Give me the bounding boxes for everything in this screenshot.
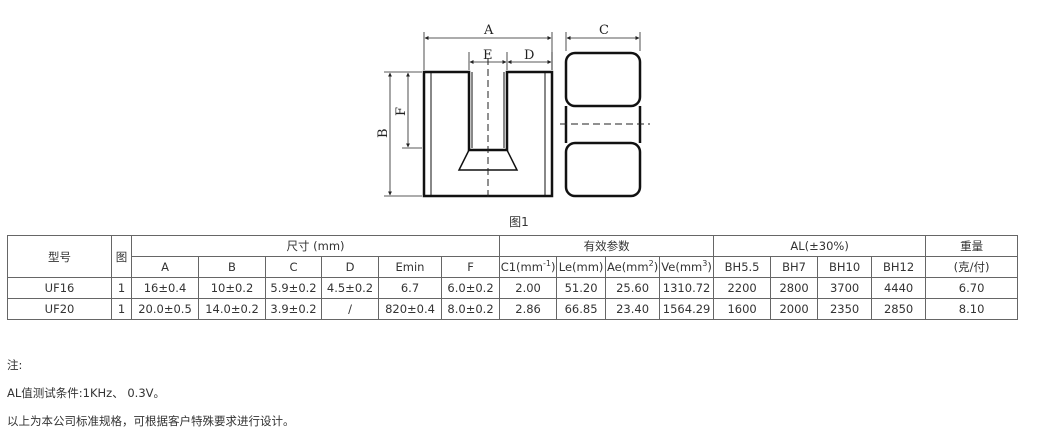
dim-label-f: F xyxy=(394,107,409,116)
row-weight: 8.10 xyxy=(925,298,1019,320)
row-al: 2800 xyxy=(770,277,819,299)
row-al: 2850 xyxy=(871,298,927,320)
row-dim: 10±0.2 xyxy=(198,277,266,299)
row-al: 2350 xyxy=(817,298,873,320)
row-al: 1600 xyxy=(713,298,772,320)
row-param: 1564.29 xyxy=(659,298,715,320)
row-param: 2.00 xyxy=(499,277,558,299)
row-param: 51.20 xyxy=(556,277,607,299)
notes-line-1: AL值测试条件:1KHz、 0.3V。 xyxy=(7,386,166,400)
header-al: AL(±30%) xyxy=(713,235,927,257)
row-param: 23.40 xyxy=(605,298,661,320)
row-dim: 6.0±0.2 xyxy=(440,277,501,299)
row-dim: 3.9±0.2 xyxy=(265,298,322,320)
row-al: 2000 xyxy=(770,298,819,320)
notes-line-2: 以上为本公司标准规格，可根据客户特殊要求进行设计。 xyxy=(7,414,295,428)
header-dim-d: D xyxy=(321,256,379,278)
header-params: 有效参数 xyxy=(499,235,715,257)
header-dim-c: C xyxy=(265,256,322,278)
row-dim: 4.5±0.2 xyxy=(321,277,379,299)
figure-caption: 图1 xyxy=(509,215,529,229)
dim-label-b: B xyxy=(376,128,391,138)
row-dim: 8.0±0.2 xyxy=(440,298,501,320)
header-dimensions: 尺寸 (mm) xyxy=(130,235,501,257)
row-param: 1310.72 xyxy=(659,277,715,299)
row-fig: 1 xyxy=(111,298,132,320)
row-dim: 20.0±0.5 xyxy=(131,298,199,320)
header-param-ve: Ve(mm3) xyxy=(659,256,715,278)
specification-table: 型号 图 尺寸 (mm) 有效参数 AL(±30%) 重量 A B C D Em… xyxy=(7,235,1019,320)
core-dimension-drawing: A E D B F C xyxy=(376,23,650,200)
header-dim-f: F xyxy=(440,256,501,278)
row-fig: 1 xyxy=(111,277,132,299)
header-dim-a: A xyxy=(131,256,199,278)
row-model: UF20 xyxy=(7,298,112,320)
header-dim-emin: Emin xyxy=(378,256,442,278)
header-al-bh10: BH10 xyxy=(817,256,873,278)
dim-label-d: D xyxy=(524,48,534,63)
u-core-side-view-top xyxy=(564,51,642,108)
header-dim-b: B xyxy=(198,256,266,278)
row-dim: / xyxy=(321,298,379,320)
u-core-front-view xyxy=(422,70,554,198)
row-al: 3700 xyxy=(817,277,873,299)
header-al-bh5.5: BH5.5 xyxy=(713,256,772,278)
notes-title: 注: xyxy=(7,358,23,372)
table-row: UF20 1 20.0±0.5 14.0±0.2 3.9±0.2 / 820±0… xyxy=(7,298,1019,320)
header-param-c1: C1(mm-1) xyxy=(499,256,558,278)
row-weight: 6.70 xyxy=(925,277,1019,299)
header-model: 型号 xyxy=(7,235,112,278)
row-dim: 820±0.4 xyxy=(378,298,442,320)
header-weight: 重量 xyxy=(925,235,1019,257)
gap-trapezoid xyxy=(457,149,519,171)
row-dim: 5.9±0.2 xyxy=(265,277,322,299)
row-al: 2200 xyxy=(713,277,772,299)
u-core-side-view-bottom xyxy=(564,141,642,198)
dim-label-a: A xyxy=(483,23,494,38)
header-fig: 图 xyxy=(111,235,132,278)
header-param-ae: Ae(mm2) xyxy=(605,256,661,278)
dim-label-e: E xyxy=(483,48,493,63)
header-param-le: Le(mm) xyxy=(556,256,607,278)
table-row: UF16 1 16±0.4 10±0.2 5.9±0.2 4.5±0.2 6.7… xyxy=(7,277,1019,299)
row-dim: 16±0.4 xyxy=(131,277,199,299)
header-row-1: 型号 图 尺寸 (mm) 有效参数 AL(±30%) 重量 xyxy=(7,235,1019,278)
header-al-bh12: BH12 xyxy=(871,256,927,278)
row-dim: 14.0±0.2 xyxy=(198,298,266,320)
row-model: UF16 xyxy=(7,277,112,299)
row-param: 25.60 xyxy=(605,277,661,299)
row-param: 2.86 xyxy=(499,298,558,320)
row-dim: 6.7 xyxy=(378,277,442,299)
dim-label-c: C xyxy=(599,23,609,38)
header-weight-unit: (克/付) xyxy=(925,256,1019,278)
row-al: 4440 xyxy=(871,277,927,299)
row-param: 66.85 xyxy=(556,298,607,320)
header-row-2: A B C D Emin F C1(mm-1) Le(mm) Ae(mm2) V… xyxy=(8,256,1019,278)
header-al-bh7: BH7 xyxy=(770,256,819,278)
